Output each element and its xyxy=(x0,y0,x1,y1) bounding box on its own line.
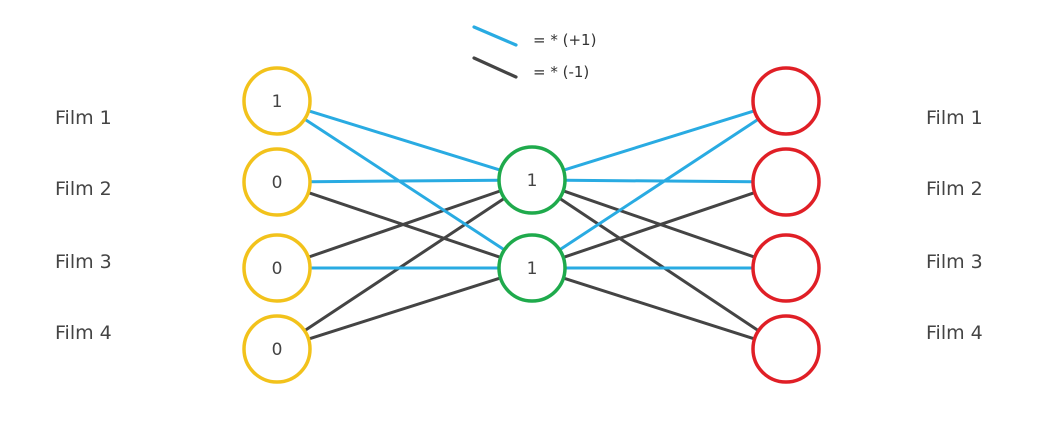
visible-layer: 1 0 0 0 xyxy=(242,66,312,384)
edge-hidden-1-output-2 xyxy=(563,178,755,184)
hidden-layer: 1 1 xyxy=(497,145,567,303)
visible-node-value: 1 xyxy=(272,92,283,112)
left-film-label-1: Film 1 xyxy=(55,107,112,129)
visible-node-1: 1 xyxy=(242,66,312,136)
edge-visible-2-hidden-1 xyxy=(308,178,501,184)
visible-node-2: 0 xyxy=(242,147,312,217)
right-film-label-1: Film 1 xyxy=(926,107,983,129)
edge-visible-3-hidden-1 xyxy=(306,189,503,259)
edge-visible-1-hidden-1 xyxy=(307,109,502,172)
visible-node-4: 0 xyxy=(242,314,312,384)
left-film-labels: Film 1 Film 2 Film 3 Film 4 xyxy=(55,107,112,344)
edge-hidden-2-output-2 xyxy=(561,191,757,259)
hidden-node-1: 1 xyxy=(497,145,567,215)
output-node-1 xyxy=(751,66,821,136)
left-film-label-3: Film 3 xyxy=(55,251,112,273)
edge-visible-4-hidden-2 xyxy=(306,276,503,341)
edge-hidden-1-output-1 xyxy=(562,109,756,172)
hidden-node-value: 1 xyxy=(527,259,538,279)
visible-node-value: 0 xyxy=(272,173,283,193)
left-film-label-4: Film 4 xyxy=(55,322,112,344)
edge-visible-4-hidden-1 xyxy=(303,196,506,333)
legend-negative-label: = * (-1) xyxy=(533,63,589,81)
edge-visible-1-hidden-2 xyxy=(303,117,506,252)
right-film-label-2: Film 2 xyxy=(926,178,983,200)
right-film-label-3: Film 3 xyxy=(926,251,983,273)
visible-node-value: 0 xyxy=(272,340,283,360)
legend-positive-swatch xyxy=(472,25,518,47)
output-node-3 xyxy=(751,233,821,303)
hidden-node-value: 1 xyxy=(527,171,538,191)
connections xyxy=(303,109,761,341)
left-film-label-2: Film 2 xyxy=(55,178,112,200)
output-node-4 xyxy=(751,314,821,384)
legend-negative-swatch xyxy=(472,56,518,79)
hidden-node-2: 1 xyxy=(497,233,567,303)
visible-node-3: 0 xyxy=(242,233,312,303)
legend: = * (+1) = * (-1) xyxy=(472,25,596,81)
right-film-label-4: Film 4 xyxy=(926,322,983,344)
legend-positive-label: = * (+1) xyxy=(533,31,596,49)
edge-hidden-2-output-1 xyxy=(558,117,760,252)
right-film-labels: Film 1 Film 2 Film 3 Film 4 xyxy=(926,107,983,344)
output-node-2 xyxy=(751,147,821,217)
output-layer xyxy=(751,66,821,384)
edge-hidden-1-output-4 xyxy=(557,196,761,333)
visible-node-value: 0 xyxy=(272,259,283,279)
edge-hidden-2-output-4 xyxy=(561,276,757,341)
